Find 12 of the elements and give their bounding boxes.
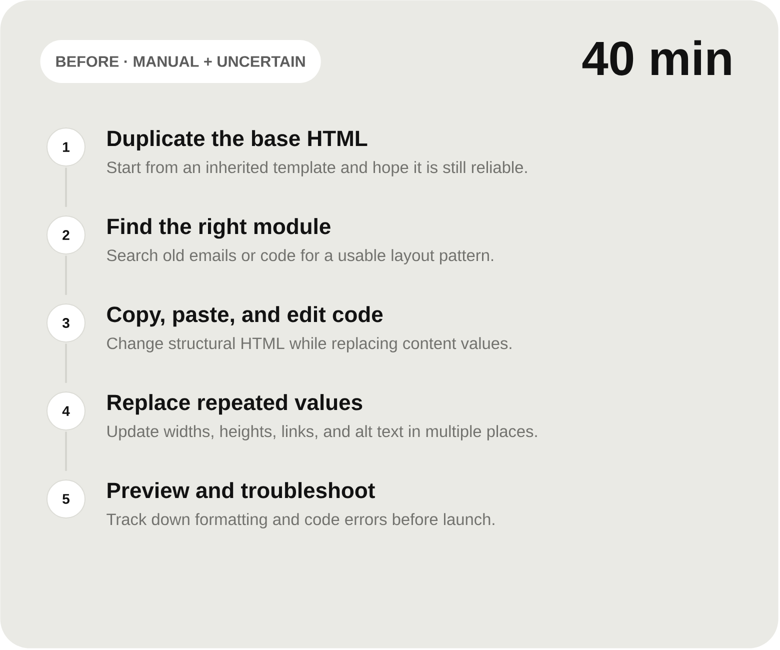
- duration-text: 40 min: [582, 40, 731, 76]
- step-description: Update widths, heights, links, and alt text in multiple places.: [108, 425, 537, 440]
- step-title: Duplicate the base HTML: [108, 130, 368, 151]
- step-description: Change structural HTML while replacing content values.: [107, 337, 512, 352]
- step-title: Replace repeated values: [108, 394, 362, 415]
- step-description: Track down formatting and code errors before launch.: [106, 513, 494, 528]
- step-description: Search old emails or code for a usable layout pattern.: [107, 249, 494, 264]
- step-title: Preview and troubleshoot: [108, 482, 375, 498]
- step-description: Start from an inherited template and hope it is still reliable.: [107, 161, 527, 176]
- tag-pill: BEFORE · MANUAL + UNCERTAIN: [40, 40, 321, 83]
- step-title: Find the right module: [108, 218, 330, 239]
- step-title: Copy, paste, and edit code: [107, 306, 383, 327]
